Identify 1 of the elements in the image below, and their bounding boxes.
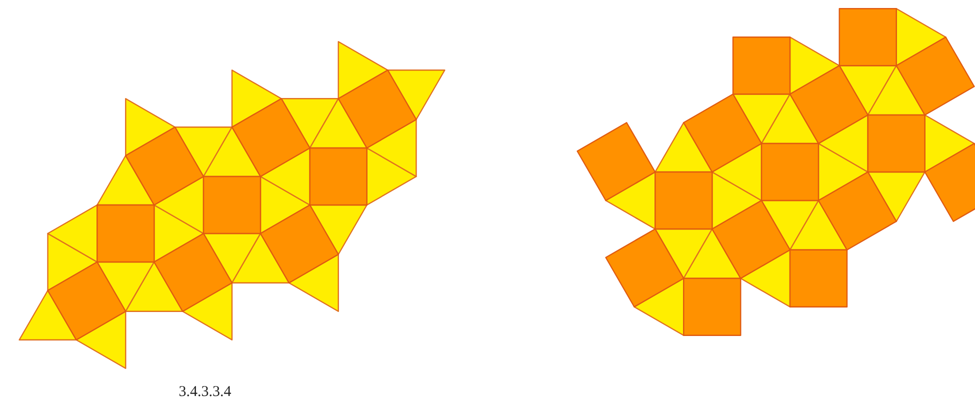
tiling-label: 3.4.3.3.4 [178,384,232,401]
